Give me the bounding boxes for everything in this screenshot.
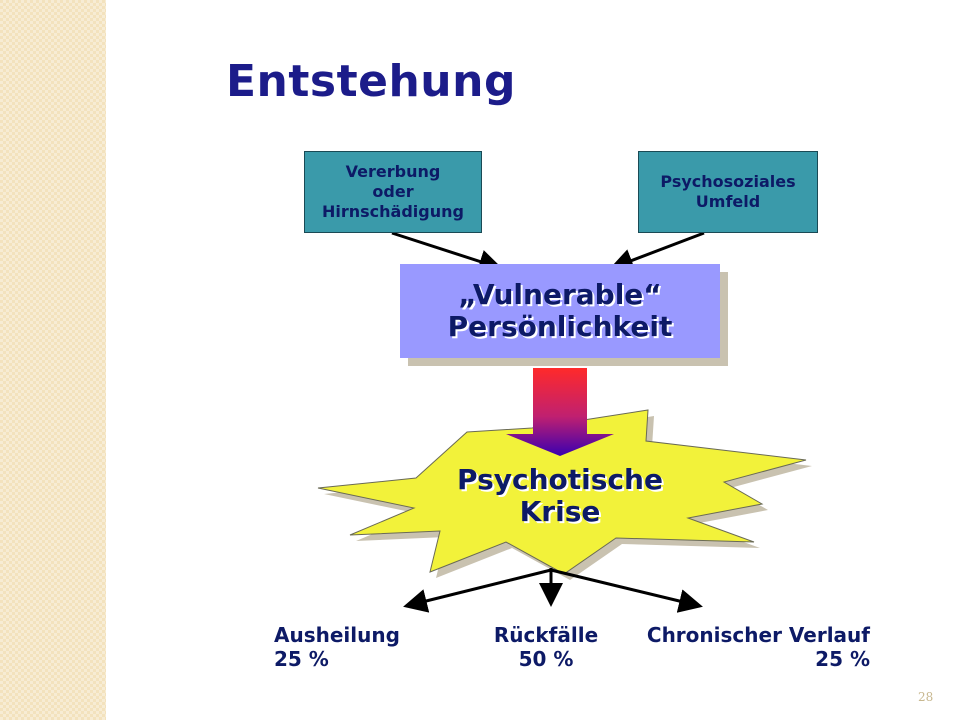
outcome-label: Ausheilung [274, 623, 400, 647]
crisis-starburst [317, 409, 807, 575]
arrow-vererbung-to-vulnerable [391, 231, 503, 273]
outcome-label: Rückfälle [493, 623, 599, 647]
outcome-rueckfaelle: Rückfälle 50 % [490, 623, 602, 671]
cause-box-umfeld: Psychosoziales Umfeld [638, 151, 818, 233]
outcome-value: 50 % [518, 647, 574, 671]
cause-box-vererbung: Vererbung oder Hirnschädigung [304, 151, 482, 233]
cause-right-line1: Psychosoziales [660, 172, 796, 191]
page-number: 28 [918, 690, 934, 704]
outcome-value: 25 % [815, 647, 870, 671]
vulnerable-personality-box: „Vulnerable“ Persönlichkeit [400, 264, 720, 358]
vulnerable-line2: Persönlichkeit [447, 310, 673, 343]
outcome-value: 25 % [274, 647, 329, 671]
cause-left-line1: Vererbung [345, 162, 441, 181]
arrow-umfeld-to-vulnerable [609, 231, 705, 272]
cause-left-line3: Hirnschädigung [322, 202, 464, 221]
outcome-ausheilung: Ausheilung 25 % [274, 623, 400, 671]
cause-right-line2: Umfeld [695, 192, 761, 211]
slide-title: Entstehung [226, 56, 516, 107]
crisis-line2: Krise [519, 495, 601, 528]
outcome-label: Chronischer Verlauf [646, 623, 870, 647]
cause-left-line2: oder [372, 182, 414, 201]
arrow-to-ausheilung [403, 568, 552, 613]
outcome-chronischer-verlauf: Chronischer Verlauf 25 % [630, 623, 870, 671]
vulnerable-line1: „Vulnerable“ [458, 278, 662, 311]
arrow-to-chronisch [550, 568, 703, 613]
down-arrow-to-crisis [506, 368, 614, 456]
crisis-label: Psychotische Krise [440, 464, 680, 528]
left-decorative-stripe [0, 0, 106, 720]
crisis-line1: Psychotische [457, 463, 663, 496]
